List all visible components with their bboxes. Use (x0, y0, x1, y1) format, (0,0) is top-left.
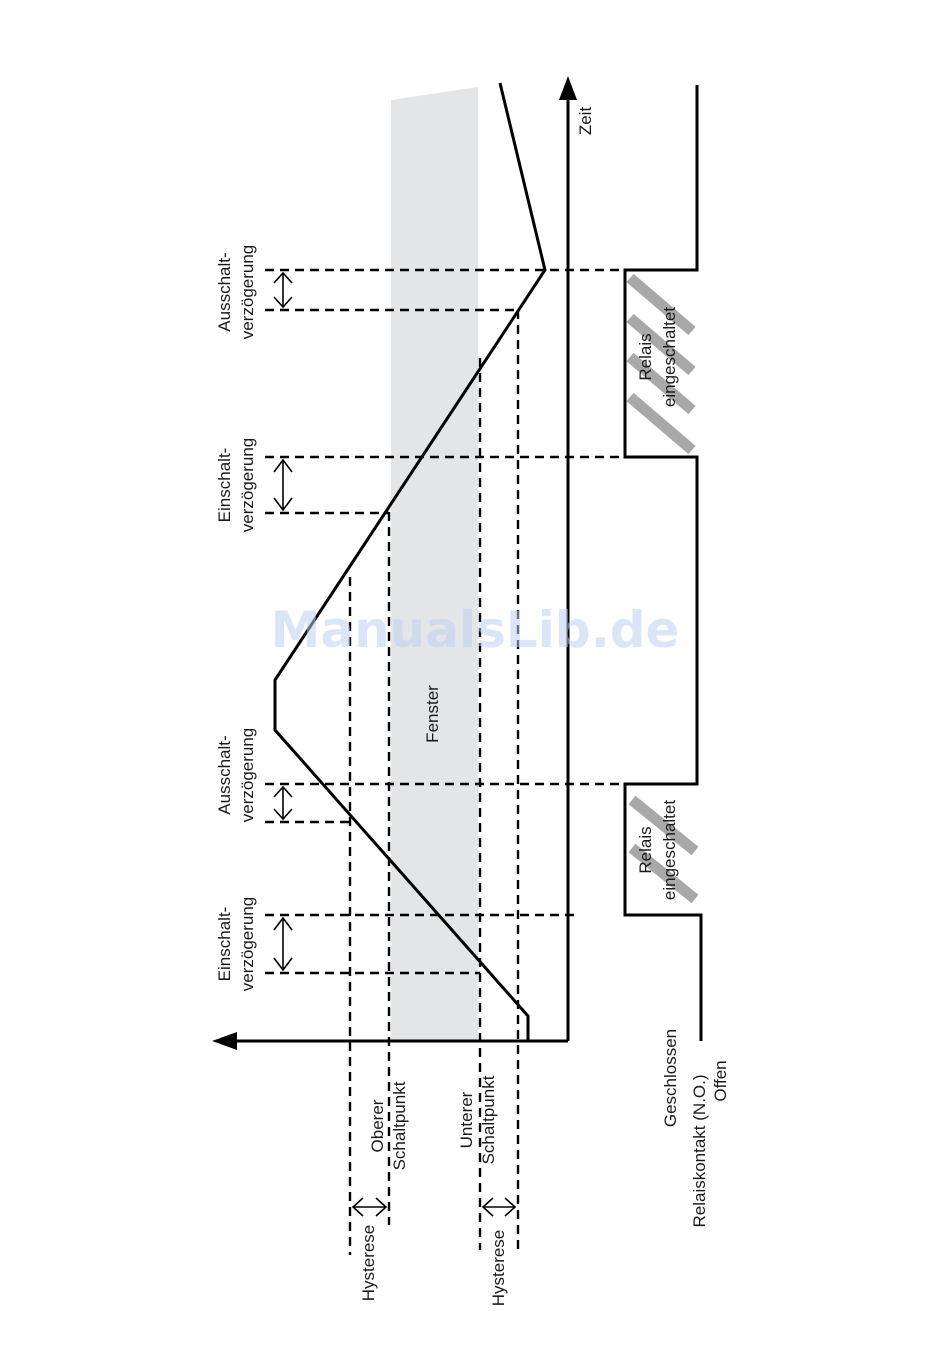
time-axis-arrow-icon (559, 76, 577, 100)
off-delay-label-2-line-2: verzögerung (238, 245, 257, 340)
upper-switch-point-label-line-2: Schaltpunkt (390, 1081, 409, 1170)
off-delay-label-1-line-2: verzögerung (238, 728, 257, 823)
hysteresis-upper-arrow-icon (353, 1198, 386, 1216)
relay-state-label-2-line-2: eingeschaltet (660, 307, 679, 407)
window-label: Fenster (423, 685, 442, 743)
off-delay-label-2-line-1: Ausschalt- (215, 252, 234, 331)
on-delay-label-1-line-1: Einschalt- (215, 907, 234, 982)
on-delay-arrow-2-icon (274, 460, 292, 510)
time-axis-label: Zeit (576, 107, 595, 136)
lower-switch-point-label-line-1: Unterer (457, 1091, 476, 1148)
hysteresis-label-lower: Hysterese (489, 1230, 508, 1307)
upper-switch-point-label-line-1: Oberer (368, 1099, 387, 1152)
on-delay-label-2-line-1: Einschalt- (215, 448, 234, 523)
on-delay-arrow-1-icon (274, 918, 292, 970)
on-delay-label-1-line-2: verzögerung (238, 897, 257, 992)
relay-contact-label: Relaiskontakt (N.O.) (690, 1074, 709, 1227)
relay-state-label-1-line-1: Relais (636, 826, 655, 873)
off-delay-arrow-2-icon (274, 273, 292, 307)
lower-switch-point-label-line-2: Schaltpunkt (479, 1075, 498, 1164)
relay-state-label-2-line-1: Relais (636, 333, 655, 380)
value-axis-arrow-icon (212, 1032, 237, 1050)
window-band (391, 87, 478, 1041)
hysteresis-label-upper: Hysterese (359, 1225, 378, 1302)
off-delay-label-1-line-1: Ausschalt- (215, 735, 234, 814)
closed-label: Geschlossen (661, 1029, 680, 1127)
on-delay-label-2-line-2: verzögerung (238, 438, 257, 533)
relay-state-label-1-line-2: eingeschaltet (660, 800, 679, 900)
watermark: ManualsLib.de (271, 601, 680, 659)
hysteresis-lower-arrow-icon (483, 1198, 515, 1216)
off-delay-arrow-1-icon (274, 787, 292, 819)
open-label: Offen (711, 1060, 730, 1101)
